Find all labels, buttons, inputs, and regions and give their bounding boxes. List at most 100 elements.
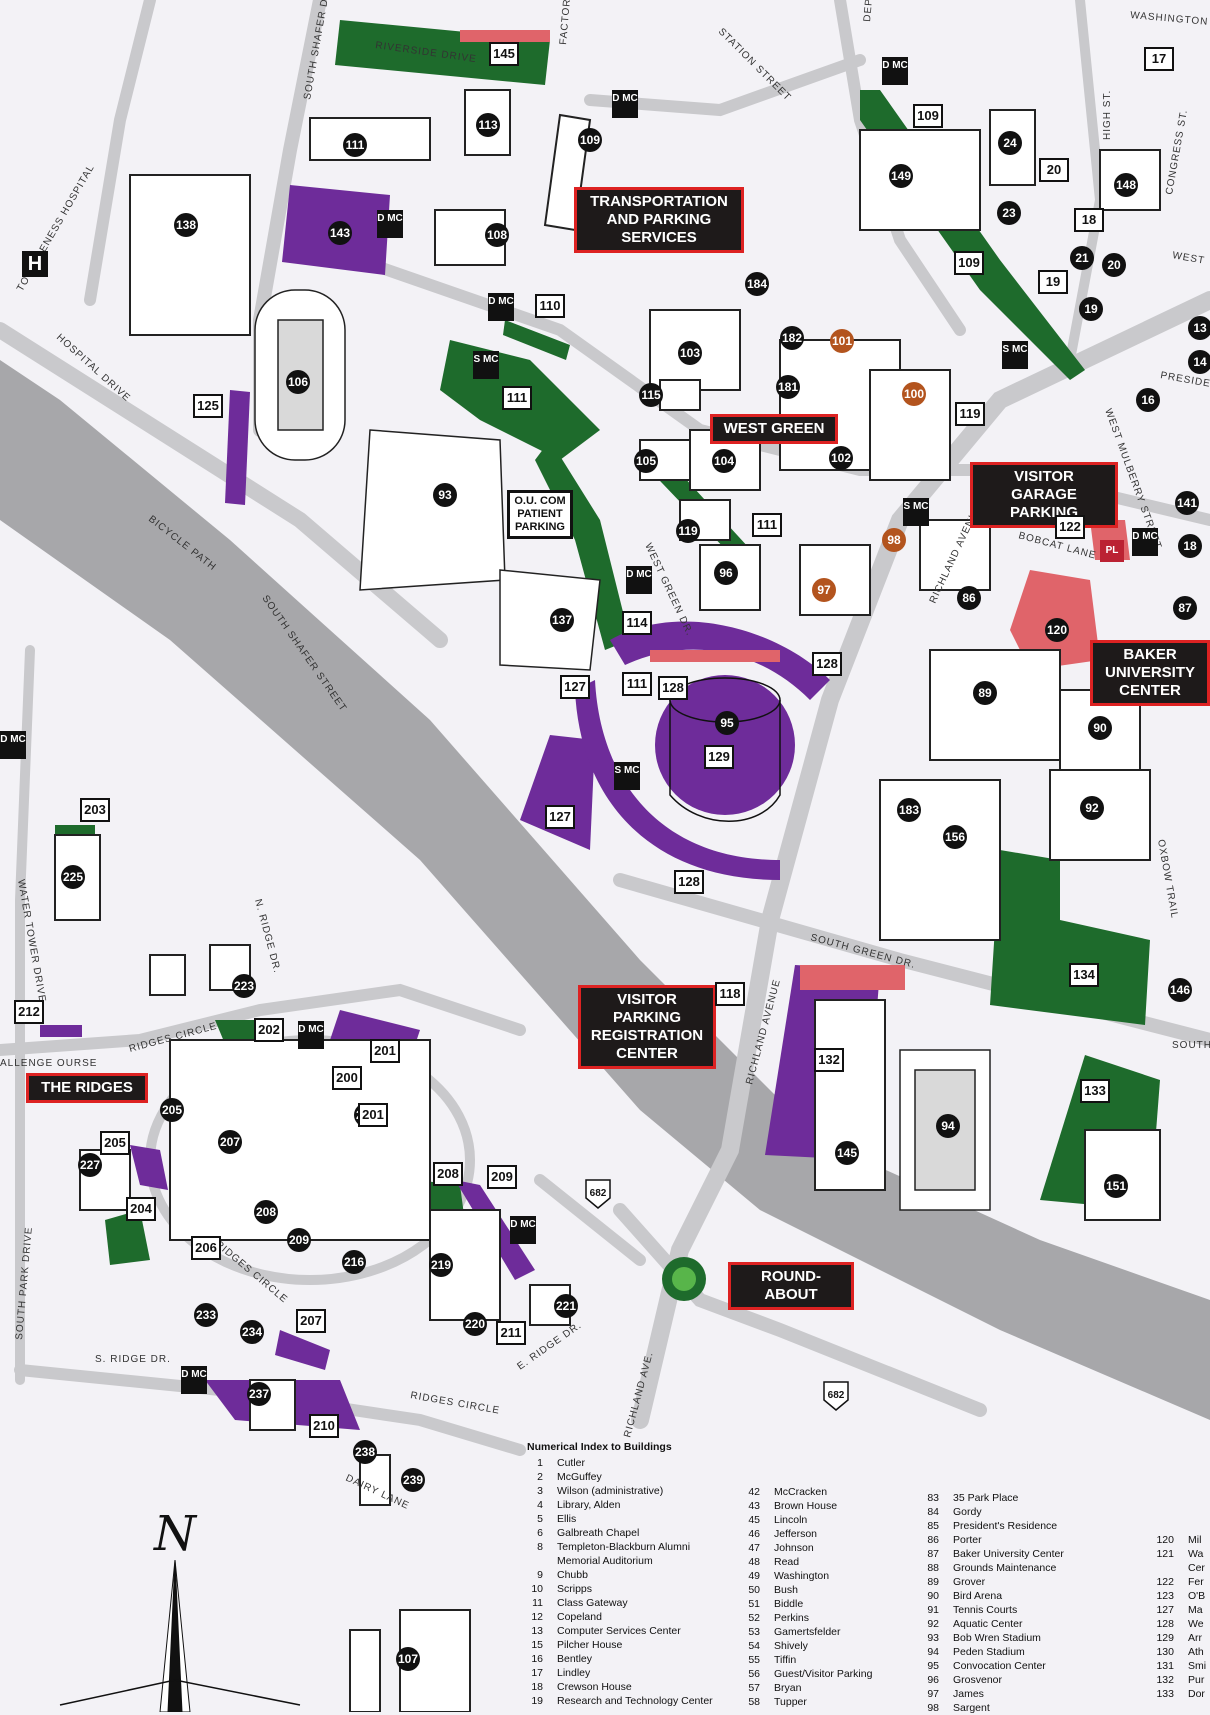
- building-number-223[interactable]: 223: [232, 974, 256, 998]
- lot-label-127[interactable]: 127: [545, 805, 575, 829]
- lot-label-119[interactable]: 119: [955, 402, 985, 426]
- building-number-96[interactable]: 96: [714, 561, 738, 585]
- lot-label-19[interactable]: 19: [1038, 270, 1068, 294]
- lot-label-211[interactable]: 211: [496, 1321, 526, 1345]
- lot-label-109[interactable]: 109: [913, 104, 943, 128]
- building-number-113[interactable]: 113: [476, 113, 500, 137]
- building-number-145[interactable]: 145: [835, 1141, 859, 1165]
- building-number-102[interactable]: 102: [829, 446, 853, 470]
- building-number-216[interactable]: 216: [342, 1250, 366, 1274]
- building-number-24[interactable]: 24: [998, 131, 1022, 155]
- building-number-239[interactable]: 239: [401, 1468, 425, 1492]
- lot-label-109[interactable]: 109: [954, 251, 984, 275]
- building-number-87[interactable]: 87: [1173, 596, 1197, 620]
- building-number-104[interactable]: 104: [712, 449, 736, 473]
- building-number-225[interactable]: 225: [61, 865, 85, 889]
- callout-visitor-parking-registration[interactable]: VISITOR PARKING REGISTRATION CENTER: [578, 985, 716, 1069]
- lot-label-125[interactable]: 125: [193, 394, 223, 418]
- building-number-119[interactable]: 119: [676, 519, 700, 543]
- building-number-105[interactable]: 105: [634, 449, 658, 473]
- building-number-107[interactable]: 107: [396, 1647, 420, 1671]
- lot-label-134[interactable]: 134: [1069, 963, 1099, 987]
- lot-label-206[interactable]: 206: [191, 1236, 221, 1260]
- lot-label-114[interactable]: 114: [622, 611, 652, 635]
- building-number-181[interactable]: 181: [776, 375, 800, 399]
- building-number-115[interactable]: 115: [639, 383, 663, 407]
- building-number-86[interactable]: 86: [957, 586, 981, 610]
- building-number-156[interactable]: 156: [943, 825, 967, 849]
- building-number-94[interactable]: 94: [936, 1114, 960, 1138]
- building-number-237[interactable]: 237: [247, 1382, 271, 1406]
- building-number-143[interactable]: 143: [328, 221, 352, 245]
- building-number-219[interactable]: 219: [429, 1253, 453, 1277]
- building-number-89[interactable]: 89: [973, 681, 997, 705]
- callout-baker-university-center[interactable]: BAKER UNIVERSITY CENTER: [1090, 640, 1210, 706]
- lot-label-210[interactable]: 210: [309, 1414, 339, 1438]
- lot-label-132[interactable]: 132: [814, 1048, 844, 1072]
- building-number-92[interactable]: 92: [1080, 796, 1104, 820]
- building-number-148[interactable]: 148: [1114, 173, 1138, 197]
- building-number-20[interactable]: 20: [1102, 253, 1126, 277]
- lot-label-17[interactable]: 17: [1144, 47, 1174, 71]
- building-number-184[interactable]: 184: [745, 272, 769, 296]
- building-number-120[interactable]: 120: [1045, 618, 1069, 642]
- building-number-220[interactable]: 220: [463, 1312, 487, 1336]
- lot-label-201[interactable]: 201: [370, 1039, 400, 1063]
- lot-label-129[interactable]: 129: [704, 745, 734, 769]
- lot-label-208[interactable]: 208: [433, 1162, 463, 1186]
- lot-label-203[interactable]: 203: [80, 798, 110, 822]
- building-number-98[interactable]: 98: [882, 528, 906, 552]
- building-number-95[interactable]: 95: [715, 711, 739, 735]
- building-number-93[interactable]: 93: [433, 483, 457, 507]
- building-number-238[interactable]: 238: [353, 1440, 377, 1464]
- callout-transportation[interactable]: TRANSPORTATION AND PARKING SERVICES: [574, 187, 744, 253]
- lot-label-201[interactable]: 201: [358, 1103, 388, 1127]
- building-number-209[interactable]: 209: [287, 1228, 311, 1252]
- lot-label-110[interactable]: 110: [535, 294, 565, 318]
- building-number-100[interactable]: 100: [902, 382, 926, 406]
- building-number-183[interactable]: 183: [897, 798, 921, 822]
- building-number-106[interactable]: 106: [286, 370, 310, 394]
- building-number-103[interactable]: 103: [678, 341, 702, 365]
- lot-label-128[interactable]: 128: [812, 652, 842, 676]
- building-number-101[interactable]: 101: [830, 329, 854, 353]
- callout-the-ridges[interactable]: THE RIDGES: [26, 1073, 148, 1103]
- lot-label-207[interactable]: 207: [296, 1309, 326, 1333]
- lot-label-128[interactable]: 128: [674, 870, 704, 894]
- building-number-149[interactable]: 149: [889, 164, 913, 188]
- building-number-21[interactable]: 21: [1070, 246, 1094, 270]
- lot-label-118[interactable]: 118: [715, 982, 745, 1006]
- building-number-207[interactable]: 207: [218, 1130, 242, 1154]
- building-number-109[interactable]: 109: [578, 128, 602, 152]
- lot-label-18[interactable]: 18: [1074, 208, 1104, 232]
- building-number-19[interactable]: 19: [1079, 297, 1103, 321]
- lot-label-111[interactable]: 111: [752, 513, 782, 537]
- callout-ou-com-patient-parking[interactable]: O.U. COM PATIENT PARKING: [507, 490, 573, 539]
- lot-label-133[interactable]: 133: [1080, 1079, 1110, 1103]
- lot-label-128[interactable]: 128: [658, 676, 688, 700]
- building-number-97[interactable]: 97: [812, 578, 836, 602]
- lot-label-200[interactable]: 200: [332, 1066, 362, 1090]
- building-number-13[interactable]: 13: [1188, 316, 1210, 340]
- building-number-205[interactable]: 205: [160, 1098, 184, 1122]
- building-number-146[interactable]: 146: [1168, 978, 1192, 1002]
- building-number-151[interactable]: 151: [1104, 1174, 1128, 1198]
- lot-label-111[interactable]: 111: [622, 672, 652, 696]
- building-number-14[interactable]: 14: [1188, 350, 1210, 374]
- building-number-23[interactable]: 23: [997, 201, 1021, 225]
- building-number-111[interactable]: 111: [343, 133, 367, 157]
- lot-label-209[interactable]: 209: [487, 1165, 517, 1189]
- lot-label-205[interactable]: 205: [100, 1131, 130, 1155]
- building-number-16[interactable]: 16: [1136, 388, 1160, 412]
- lot-label-204[interactable]: 204: [126, 1197, 156, 1221]
- building-number-138[interactable]: 138: [174, 213, 198, 237]
- lot-label-122[interactable]: 122: [1055, 515, 1085, 539]
- building-number-233[interactable]: 233: [194, 1303, 218, 1327]
- lot-label-111[interactable]: 111: [502, 386, 532, 410]
- lot-label-20[interactable]: 20: [1039, 158, 1069, 182]
- callout-round-about[interactable]: ROUND-ABOUT: [728, 1262, 854, 1310]
- building-number-227[interactable]: 227: [78, 1153, 102, 1177]
- callout-visitor-garage[interactable]: VISITOR GARAGE PARKING: [970, 462, 1118, 528]
- lot-label-145[interactable]: 145: [489, 42, 519, 66]
- building-number-18[interactable]: 18: [1178, 534, 1202, 558]
